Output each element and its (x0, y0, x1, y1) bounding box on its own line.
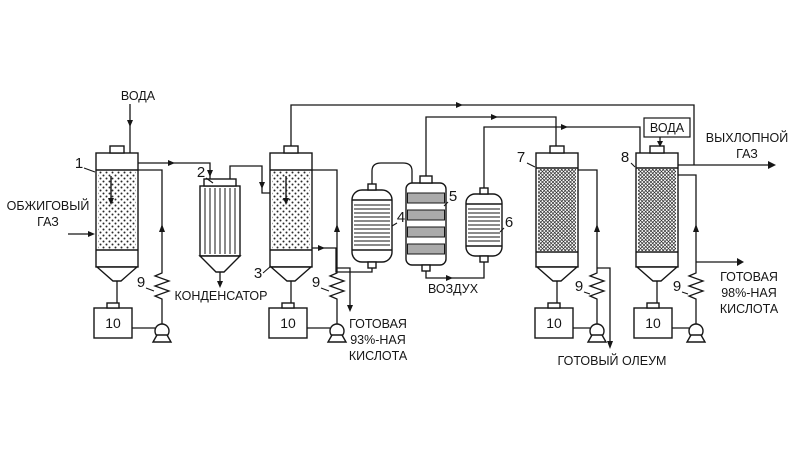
arrow-manifold3-right-icon (561, 124, 568, 130)
pipe-condenser-to-tower3 (229, 165, 270, 194)
tank-number-10-b: 10 (280, 315, 296, 331)
arrow-roast-gas-right-icon (88, 231, 95, 237)
tank-10-a (93, 302, 133, 339)
label-acid98-line1: ГОТОВАЯ (720, 270, 778, 284)
arrow-acid98-right-icon (737, 258, 744, 266)
leader-lines (83, 162, 689, 295)
pump-icon-c (586, 323, 608, 343)
equipment-number-5: 5 (449, 188, 457, 205)
absorber-tower-8 (635, 145, 679, 282)
label-roast-gas-line1: ОБЖИГОВЫЙ (7, 198, 90, 213)
pump-icon-b (326, 323, 348, 343)
arrow-tower1-gas-right-icon (168, 160, 175, 166)
flow-arrows (88, 102, 776, 349)
pipe-top-manifold-exhaust (290, 104, 695, 165)
tank-number-10-d: 10 (645, 315, 661, 331)
heat-exchanger-4 (351, 183, 393, 269)
label-acid93-line1: ГОТОВАЯ (349, 317, 407, 331)
text-labels: ВОДА ОБЖИГОВЫЙ ГАЗ КОНДЕНСАТОР ВОЗДУХ ВО… (7, 89, 789, 368)
label-condenser: КОНДЕНСАТОР (175, 289, 268, 303)
washing-tower-1 (95, 145, 139, 282)
pump-icon-d (685, 323, 707, 343)
cooler-number-9-d: 9 (673, 278, 681, 295)
arrow-acid93-down-icon (347, 305, 353, 312)
cooler-number-9-a: 9 (137, 274, 145, 291)
contact-apparatus-5 (405, 175, 447, 272)
arrow-air-right-icon (446, 275, 453, 281)
label-acid93-line2: 93%-НАЯ (350, 333, 406, 347)
label-water-right: ВОДА (650, 121, 685, 135)
arrow-manifold1-right-icon (456, 102, 463, 108)
label-exhaust-gas-line2: ГАЗ (736, 147, 758, 161)
pipe-apparatus5-to-exchanger6-air (425, 262, 485, 279)
arrow-circulation3-up-icon (334, 224, 340, 232)
tank-10-b (268, 302, 308, 339)
equipment-number-1: 1 (75, 155, 83, 172)
cooler-number-9-c: 9 (575, 278, 583, 295)
arrow-to-exchanger4-right-icon (318, 245, 325, 251)
arrow-manifold2-right-icon (491, 114, 498, 120)
pump-icon-a (151, 323, 173, 343)
equipment-number-3: 3 (254, 265, 262, 282)
arrow-circulation8-up-icon (693, 224, 699, 232)
water-right-label-box (643, 117, 691, 138)
pipe-acid93-offtake (337, 267, 351, 309)
circulation-loop-tower1 (138, 169, 171, 324)
equipment-number-7: 7 (517, 149, 525, 166)
label-air: ВОЗДУХ (428, 282, 479, 296)
absorber-tower-7 (535, 145, 579, 282)
equipment-number-8: 8 (621, 149, 629, 166)
heat-exchanger-6 (465, 187, 503, 263)
equipment-number-6: 6 (505, 214, 513, 231)
arrow-oleum-down-icon (607, 341, 613, 349)
equipment-number-2: 2 (197, 164, 205, 181)
circulation-loop-tower3 (312, 169, 346, 324)
arrow-condenser-out-down-icon (259, 182, 265, 189)
arrow-tower1-internal-down-icon (108, 198, 114, 205)
arrow-condenser-drain-down-icon (217, 281, 223, 288)
equipment (93, 117, 707, 343)
label-roast-gas-line2: ГАЗ (37, 215, 59, 229)
label-oleum: ГОТОВЫЙ ОЛЕУМ (558, 353, 667, 368)
tank-number-10-c: 10 (546, 315, 562, 331)
label-acid98-line3: КИСЛОТА (720, 302, 779, 316)
circulation-loop-tower8 (678, 174, 705, 324)
label-exhaust-gas-line1: ВЫХЛОПНОЙ (706, 130, 788, 145)
circulation-loop-tower7 (578, 169, 606, 324)
pipe-exchanger4-to-apparatus5-arch (371, 162, 413, 184)
label-acid98-line2: 98%-НАЯ (721, 286, 777, 300)
drying-tower-3 (269, 145, 313, 282)
cooler-number-9-b: 9 (312, 274, 320, 291)
arrow-water-left-down-icon (127, 120, 133, 127)
condenser-2 (198, 178, 242, 273)
equipment-number-4: 4 (397, 209, 405, 226)
arrow-circulation1-up-icon (159, 224, 165, 232)
arrow-tower3-internal-down-icon (283, 198, 289, 205)
tank-10-c (534, 302, 574, 339)
arrow-condenser-in-down-icon (207, 170, 213, 177)
pipe-oleum-offtake (597, 267, 611, 342)
tank-10-d (633, 302, 673, 339)
pipe-tower3-to-exchanger4 (312, 247, 373, 273)
label-acid93-line3: КИСЛОТА (349, 349, 408, 363)
arrow-exhaust-right-icon (768, 161, 776, 169)
tank-number-10-a: 10 (105, 315, 121, 331)
label-water-left: ВОДА (121, 89, 156, 103)
arrow-water-right-down-icon (657, 141, 663, 147)
arrow-circulation7-up-icon (594, 224, 600, 232)
